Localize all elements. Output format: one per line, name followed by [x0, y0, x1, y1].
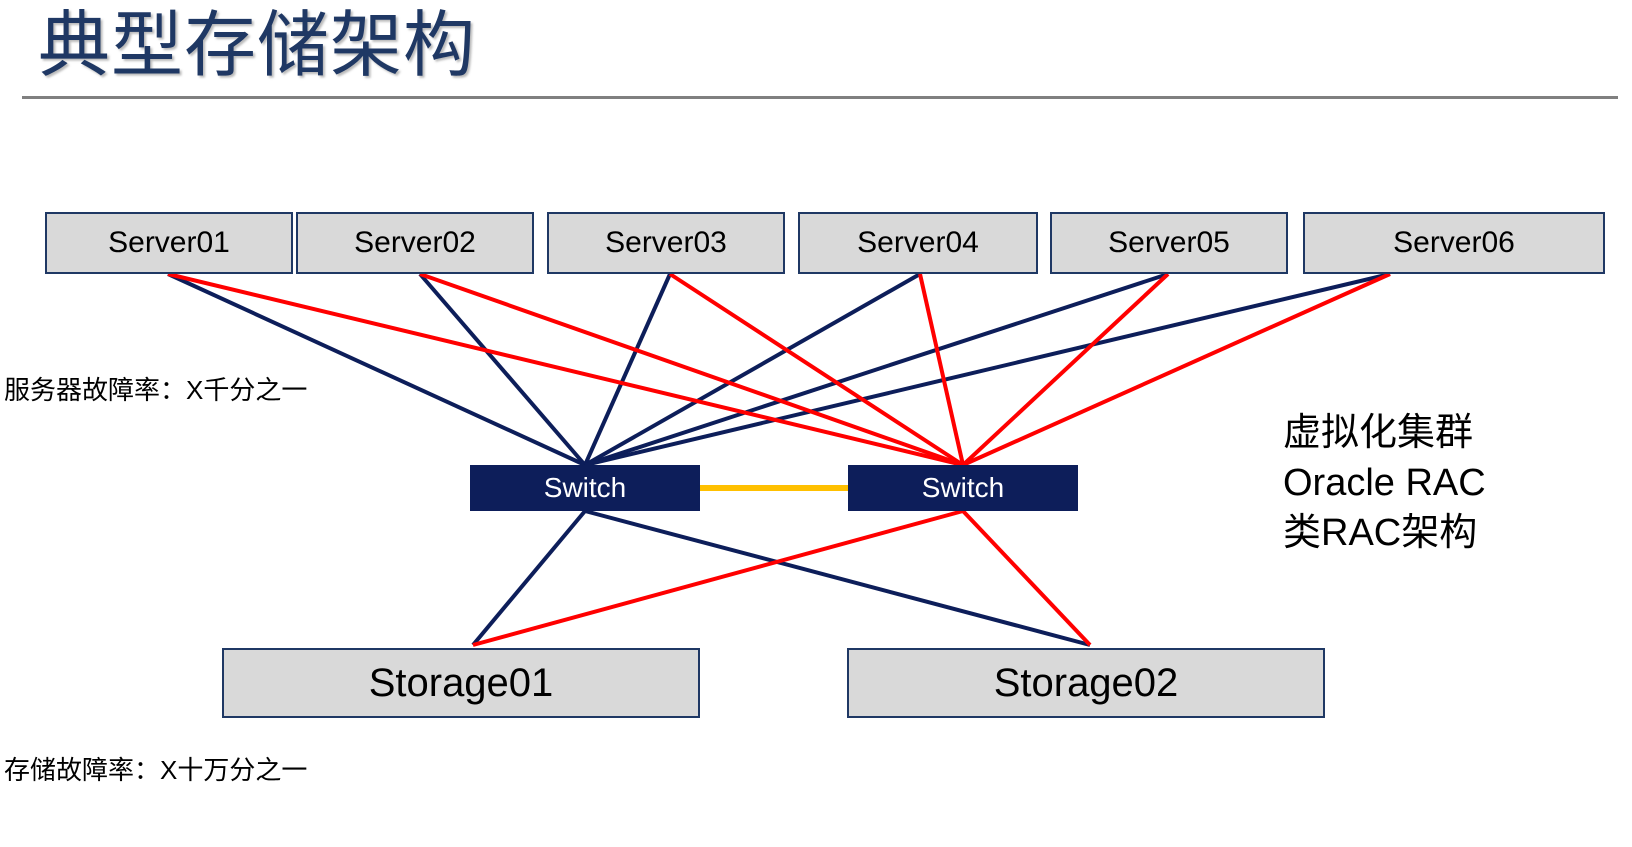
link-server-switch-a-2	[418, 272, 587, 467]
link-server-switch-a-3	[583, 273, 672, 466]
page-title: 典型存储架构	[38, 6, 477, 86]
server-node-6[interactable]: Server06	[1303, 212, 1605, 274]
server-node-label: Server05	[1108, 226, 1230, 259]
link-server-switch-a-5	[584, 272, 1169, 467]
storage-node-label: Storage02	[993, 660, 1179, 705]
link-server-switch-b-3	[668, 272, 965, 467]
title-divider	[22, 96, 1618, 99]
storage-node-label: Storage01	[368, 660, 554, 705]
cluster-note-line-3: 类RAC架构	[1283, 512, 1478, 554]
server-node-1[interactable]: Server01	[45, 212, 293, 274]
server-node-label: Server02	[354, 226, 476, 259]
server-to-switch-a-links	[167, 272, 1391, 467]
link-server-switch-b-1	[167, 272, 964, 467]
server-node-3[interactable]: Server03	[547, 212, 785, 274]
link-switch-a-storage-2	[584, 509, 1091, 647]
server-node-label: Server04	[857, 226, 979, 259]
server-failure-rate-label: 服务器故障率：X千分之一	[4, 375, 308, 405]
link-server-switch-b-6	[962, 272, 1391, 467]
server-node-label: Server01	[108, 226, 230, 259]
server-node-4[interactable]: Server04	[798, 212, 1038, 274]
link-server-switch-a-4	[584, 272, 921, 467]
switch-node-label: Switch	[543, 472, 627, 503]
link-switch-a-storage-1	[471, 509, 587, 647]
link-server-switch-a-6	[584, 272, 1391, 467]
server-node-label: Server03	[605, 226, 727, 259]
cluster-note-line-1: 虚拟化集群	[1283, 412, 1474, 454]
cluster-note: 虚拟化集群 Oracle RAC 类RAC架构	[1283, 408, 1486, 558]
cluster-note-line-2: Oracle RAC	[1283, 462, 1486, 504]
switch-node-1[interactable]: Switch	[470, 465, 700, 511]
server-node-label: Server06	[1393, 226, 1515, 259]
switch-node-label: Switch	[921, 472, 1005, 503]
link-server-switch-b-2	[419, 272, 964, 467]
server-node-5[interactable]: Server05	[1050, 212, 1288, 274]
switch-node-2[interactable]: Switch	[848, 465, 1078, 511]
link-server-switch-a-1	[167, 272, 586, 467]
link-server-switch-b-5	[961, 272, 1170, 467]
storage-node-1[interactable]: Storage01	[222, 648, 700, 718]
link-switch-b-storage-1	[472, 509, 964, 647]
storage-failure-rate-label: 存储故障率：X十万分之一	[4, 755, 308, 785]
switch-b-to-storage-links	[472, 509, 1092, 647]
server-node-2[interactable]: Server02	[296, 212, 534, 274]
storage-node-2[interactable]: Storage02	[847, 648, 1325, 718]
link-switch-b-storage-2	[961, 509, 1092, 647]
link-server-switch-b-4	[918, 273, 965, 466]
switch-a-to-storage-links	[471, 509, 1091, 647]
server-to-switch-b-links	[167, 272, 1391, 467]
